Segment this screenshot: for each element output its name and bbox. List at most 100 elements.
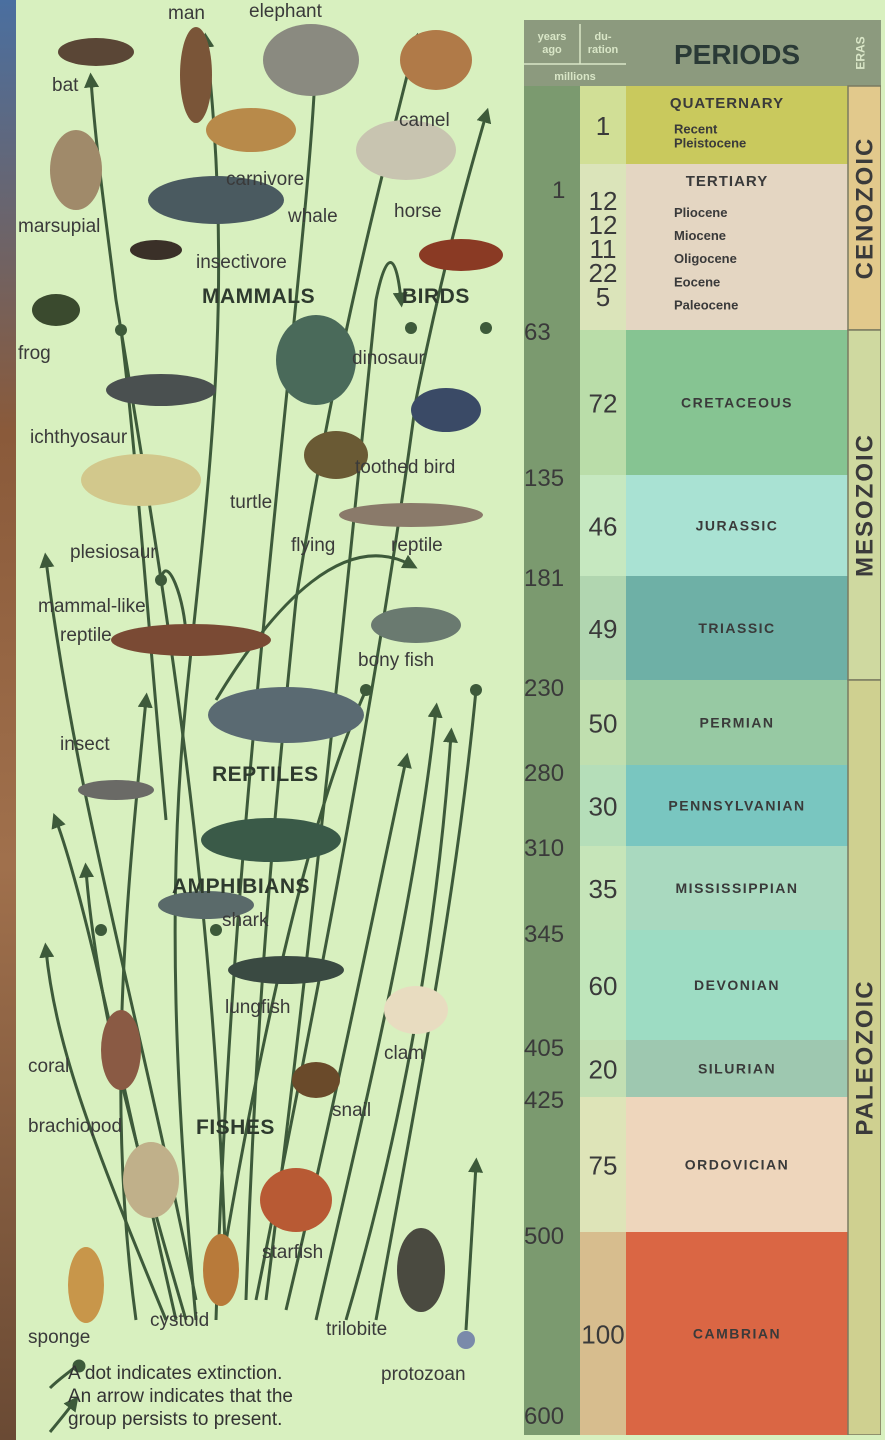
legend-arrow-text: An arrow indicates that the	[68, 1385, 293, 1408]
label-ichthyosaur: ichthyosaur	[30, 428, 127, 447]
extinction-dot	[470, 684, 482, 696]
label-snail: snail	[332, 1101, 371, 1120]
period-duration: 75	[589, 1151, 618, 1181]
period-duration: 30	[589, 792, 618, 822]
epoch-name: Pliocene	[674, 205, 727, 220]
period-name: CRETACEOUS	[681, 395, 793, 411]
label-turtle: turtle	[230, 493, 272, 512]
years-ago-value: 425	[524, 1087, 564, 1114]
label-insect: insect	[60, 735, 110, 754]
label-toothed-bird: toothed bird	[355, 458, 455, 477]
label-elephant: elephant	[249, 2, 322, 21]
period-name: PENNSYLVANIAN	[668, 798, 805, 814]
label-lungfish: lungfish	[225, 998, 291, 1017]
label-reptile: reptile	[391, 536, 443, 555]
extinction-dot	[155, 574, 167, 586]
bird-figure	[419, 239, 503, 271]
protozoan-figure	[457, 1331, 475, 1349]
extinction-dot	[210, 924, 222, 936]
label-shark: shark	[222, 911, 268, 930]
extinction-dot	[95, 924, 107, 936]
period-name: TRIASSIC	[698, 620, 775, 636]
period-duration: 20	[589, 1055, 618, 1085]
flying-reptile-figure	[339, 503, 483, 527]
extinction-dot	[115, 324, 127, 336]
era-name: CENOZOIC	[852, 137, 879, 280]
header-years-ago-2: ago	[542, 44, 562, 56]
period-name: QUATERNARY	[670, 95, 784, 112]
dimetrodon-figure	[208, 687, 364, 743]
epoch-name: Pleistocene	[674, 136, 746, 151]
insect-figure	[78, 780, 154, 800]
group-fishes: FISHES	[196, 1117, 275, 1138]
years-ago-value: 1	[552, 177, 565, 204]
years-ago-value: 345	[524, 921, 564, 948]
period-duration: 35	[589, 874, 618, 904]
photo-edge-background	[0, 0, 16, 1440]
label-brachiopod: brachiopod	[28, 1117, 122, 1136]
epoch-name: Recent	[674, 122, 718, 137]
header-years-ago: years	[538, 31, 567, 43]
label-starfish: starfish	[262, 1243, 323, 1262]
label-carnivore: carnivore	[226, 170, 304, 189]
label-dinosaur: dinosaur	[352, 349, 425, 368]
label-sponge: sponge	[28, 1328, 90, 1347]
snail-figure	[292, 1062, 340, 1098]
era-name: MESOZOIC	[852, 433, 879, 577]
lineage-line	[86, 870, 186, 1320]
bony-fish-figure	[371, 607, 461, 643]
label-mammal-like: mammal-like	[38, 597, 146, 616]
plesiosaur-figure	[81, 454, 201, 506]
epoch-name: Oligocene	[674, 251, 737, 266]
period-duration: 46	[589, 512, 618, 542]
years-ago-value: 600	[524, 1403, 564, 1430]
years-ago-value: 230	[524, 675, 564, 702]
group-amphibians: AMPHIBIANS	[172, 876, 310, 897]
period-name: MISSISSIPPIAN	[676, 880, 799, 896]
period-duration: 72	[589, 389, 618, 419]
period-duration: 50	[589, 709, 618, 739]
label-bony-fish: bony fish	[358, 651, 434, 670]
period-duration: 1	[596, 111, 610, 141]
period-name: SILURIAN	[698, 1061, 776, 1077]
brachiopod-figure	[123, 1142, 179, 1218]
marsupial-figure	[50, 130, 102, 210]
lungfish-figure	[228, 956, 344, 984]
years-ago-value: 500	[524, 1223, 564, 1250]
label-frog: frog	[18, 344, 51, 363]
insectivore-figure	[130, 240, 182, 260]
epoch-name: Eocene	[674, 274, 720, 289]
years-ago-value: 135	[524, 465, 564, 492]
label-mammal-like-reptile: reptile	[60, 626, 112, 645]
years-ago-value: 280	[524, 760, 564, 787]
epoch-duration: 5	[596, 282, 610, 312]
frog-figure	[32, 294, 80, 326]
period-name: TERTIARY	[686, 173, 768, 190]
label-flying: flying	[291, 536, 335, 555]
header-periods: PERIODS	[674, 39, 800, 70]
period-duration: 60	[589, 971, 618, 1001]
trilobite-figure	[397, 1228, 445, 1312]
label-whale: whale	[288, 207, 338, 226]
header-millions: millions	[554, 71, 596, 83]
group-birds: BIRDS	[402, 286, 470, 307]
epoch-name: Paleocene	[674, 298, 738, 313]
label-cystoid: cystoid	[150, 1311, 209, 1330]
header-duration: du-	[594, 31, 611, 43]
label-bat: bat	[52, 76, 78, 95]
period-duration: 100	[581, 1320, 624, 1350]
bat-figure	[58, 38, 134, 66]
years-ago-value: 405	[524, 1035, 564, 1062]
period-name: CAMBRIAN	[693, 1326, 781, 1342]
sponge-figure	[68, 1247, 104, 1323]
ichthyosaur-figure	[106, 374, 216, 406]
coral-figure	[101, 1010, 141, 1090]
extinction-dot	[360, 684, 372, 696]
label-man: man	[168, 4, 205, 23]
label-protozoan: protozoan	[381, 1365, 466, 1384]
starfish-figure	[260, 1168, 332, 1232]
label-marsupial: marsupial	[18, 217, 100, 236]
header-duration-2: ration	[588, 44, 619, 56]
label-clam: clam	[384, 1044, 424, 1063]
legend-dot-text: A dot indicates extinction.	[68, 1362, 293, 1385]
